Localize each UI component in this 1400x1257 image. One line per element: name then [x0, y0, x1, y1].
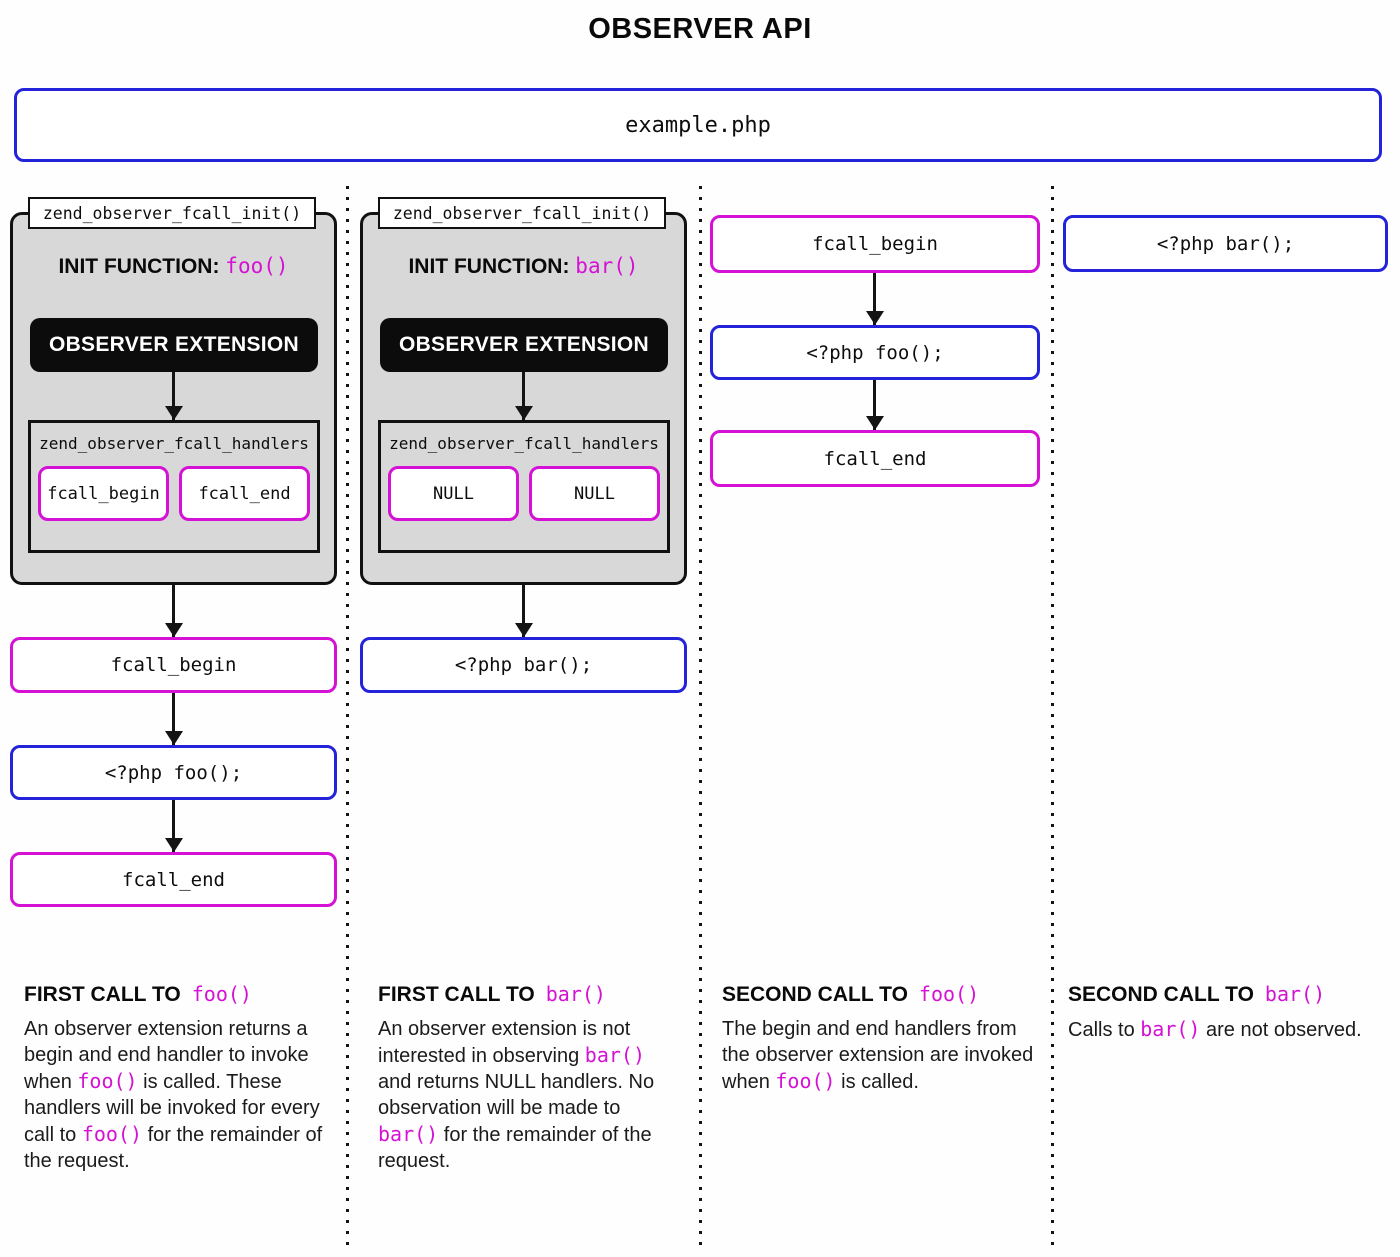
init-function-label: INIT FUNCTION: [408, 255, 570, 278]
observer-extension-label: OBSERVER EXTENSION [398, 333, 650, 356]
php-call-label: <?php bar(); [454, 654, 593, 676]
init-function-value: foo() [225, 254, 289, 278]
init-function-label: INIT FUNCTION: [58, 255, 220, 278]
php-call-label: <?php foo(); [806, 341, 944, 364]
fcall-handlers-title: zend_observer_fcall_handlers [389, 434, 659, 453]
fcall-init-tab: zend_observer_fcall_init() [378, 197, 666, 229]
example-php-box: example.php [14, 88, 1382, 162]
init-function-line: INIT FUNCTION: bar() [360, 254, 687, 279]
note-heading-text: FIRST CALL TO [378, 983, 535, 1006]
handler-chip-end: fcall_end [179, 466, 310, 521]
php-call-label: <?php bar(); [1156, 232, 1295, 255]
note-body: An observer extension is not interested … [378, 1018, 655, 1172]
note-body: Calls to bar() are not observed. [1068, 1017, 1362, 1041]
note-heading: SECOND CALL TO bar() [1068, 982, 1393, 1007]
flow-arrow [522, 585, 525, 637]
fcall-end-label: fcall_end [823, 447, 927, 470]
flow-arrow [873, 273, 876, 325]
handler-chip-label: NULL [574, 483, 615, 504]
page-title: OBSERVER API [588, 13, 812, 45]
handler-chip-label: NULL [433, 483, 474, 504]
note-first-call-bar: FIRST CALL TO bar() An observer extensio… [378, 982, 678, 1174]
note-body: An observer extension returns a begin an… [24, 1018, 323, 1172]
init-function-line: INIT FUNCTION: foo() [10, 254, 337, 279]
init-function-value: bar() [575, 254, 639, 278]
flow-arrow [873, 380, 876, 430]
fcall-begin-label: fcall_begin [110, 654, 237, 676]
fcall-end-label: fcall_end [122, 868, 225, 891]
note-heading-text: SECOND CALL TO [1068, 983, 1254, 1006]
flow-arrow [172, 585, 175, 637]
note-heading-code: bar() [545, 982, 606, 1006]
fcall-end-box: fcall_end [710, 430, 1040, 487]
handler-chip-row: fcall_begin fcall_end [38, 466, 310, 521]
fcall-begin-box: fcall_begin [710, 215, 1040, 273]
observer-extension-box: OBSERVER EXTENSION [30, 318, 318, 372]
php-call-box: <?php bar(); [360, 637, 687, 693]
handler-chip-begin: NULL [388, 466, 519, 521]
note-heading-text: SECOND CALL TO [722, 983, 908, 1006]
note-heading-text: FIRST CALL TO [24, 983, 181, 1006]
note-heading: FIRST CALL TO foo() [24, 982, 324, 1007]
php-call-label: <?php foo(); [104, 761, 243, 784]
note-heading: FIRST CALL TO bar() [378, 982, 678, 1007]
php-call-box: <?php bar(); [1063, 215, 1388, 272]
flow-arrow [172, 800, 175, 852]
flow-arrow [172, 372, 175, 420]
observer-extension-label: OBSERVER EXTENSION [48, 333, 300, 356]
fcall-handlers-box: zend_observer_fcall_handlers NULL NULL [378, 420, 670, 553]
note-heading-code: bar() [1264, 982, 1326, 1006]
observer-extension-box: OBSERVER EXTENSION [380, 318, 668, 372]
fcall-init-tab-label: zend_observer_fcall_init() [392, 203, 652, 223]
note-first-call-foo: FIRST CALL TO foo() An observer extensio… [24, 982, 324, 1174]
column-separator-3 [1051, 186, 1054, 1252]
php-call-box: <?php foo(); [710, 325, 1040, 380]
handler-chip-label: fcall_end [198, 483, 291, 504]
note-second-call-foo: SECOND CALL TO foo() The begin and end h… [722, 982, 1034, 1095]
fcall-init-tab-label: zend_observer_fcall_init() [42, 203, 302, 223]
handler-chip-row: NULL NULL [388, 466, 660, 521]
fcall-handlers-title: zend_observer_fcall_handlers [39, 434, 309, 453]
note-second-call-bar: SECOND CALL TO bar() Calls to bar() are … [1068, 982, 1393, 1043]
note-heading-code: foo() [191, 982, 252, 1006]
note-heading-code: foo() [918, 982, 980, 1006]
fcall-begin-box: fcall_begin [10, 637, 337, 693]
handler-chip-begin: fcall_begin [38, 466, 169, 521]
note-heading: SECOND CALL TO foo() [722, 982, 1034, 1007]
handler-chip-end: NULL [529, 466, 660, 521]
flow-arrow [522, 372, 525, 420]
fcall-begin-label: fcall_begin [812, 233, 938, 255]
column-separator-2 [699, 186, 702, 1252]
php-call-box: <?php foo(); [10, 745, 337, 800]
handler-chip-label: fcall_begin [47, 483, 160, 504]
note-body: The begin and end handlers from the obse… [722, 1018, 1034, 1093]
fcall-end-box: fcall_end [10, 852, 337, 907]
column-separator-1 [346, 186, 349, 1252]
flow-arrow [172, 693, 175, 745]
example-php-label: example.php [625, 112, 771, 138]
fcall-handlers-box: zend_observer_fcall_handlers fcall_begin… [28, 420, 320, 553]
fcall-init-tab: zend_observer_fcall_init() [28, 197, 316, 229]
